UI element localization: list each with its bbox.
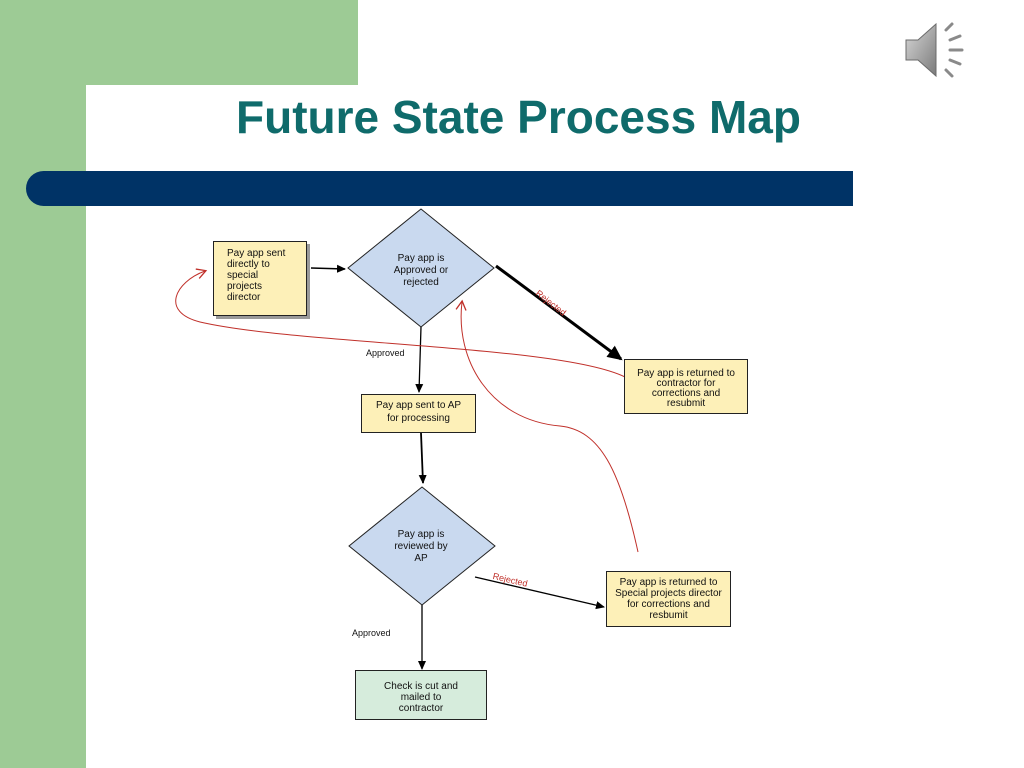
- left-accent-band: [0, 0, 86, 768]
- decision2-text: Pay app is reviewed by AP: [394, 529, 448, 564]
- arrow-rejected-to-contractor: [495, 264, 623, 361]
- return-arrow-to-decision: [455, 299, 639, 553]
- approved-label-1: Approved: [366, 348, 405, 358]
- approved-label-2: Approved: [352, 628, 391, 638]
- arrow-rejected-to-director: [474, 576, 605, 610]
- return-arrow-to-start: [175, 268, 626, 378]
- speaker-icon[interactable]: [900, 16, 972, 84]
- top-accent-band: [0, 0, 358, 85]
- arrow-ap-to-review: [418, 432, 427, 484]
- sent-to-ap-box: Pay app sent to AP for processing: [361, 394, 476, 433]
- decision1-text: Pay app is Approved or rejected: [393, 253, 449, 288]
- page-title: Future State Process Map: [236, 91, 801, 143]
- returned-to-director-box: Pay app is returned to Special projects …: [606, 571, 731, 627]
- returned-to-contractor-box: Pay app is returned to contractor for co…: [624, 359, 748, 414]
- title-underline-bar: [26, 171, 853, 206]
- arrow-start-to-decision: [310, 264, 346, 273]
- check-cut-box: Check is cut and mailed to contractor: [355, 670, 487, 720]
- arrow-approved-to-ap: [415, 326, 424, 393]
- start-box: Pay app sent directly to special project…: [213, 241, 307, 316]
